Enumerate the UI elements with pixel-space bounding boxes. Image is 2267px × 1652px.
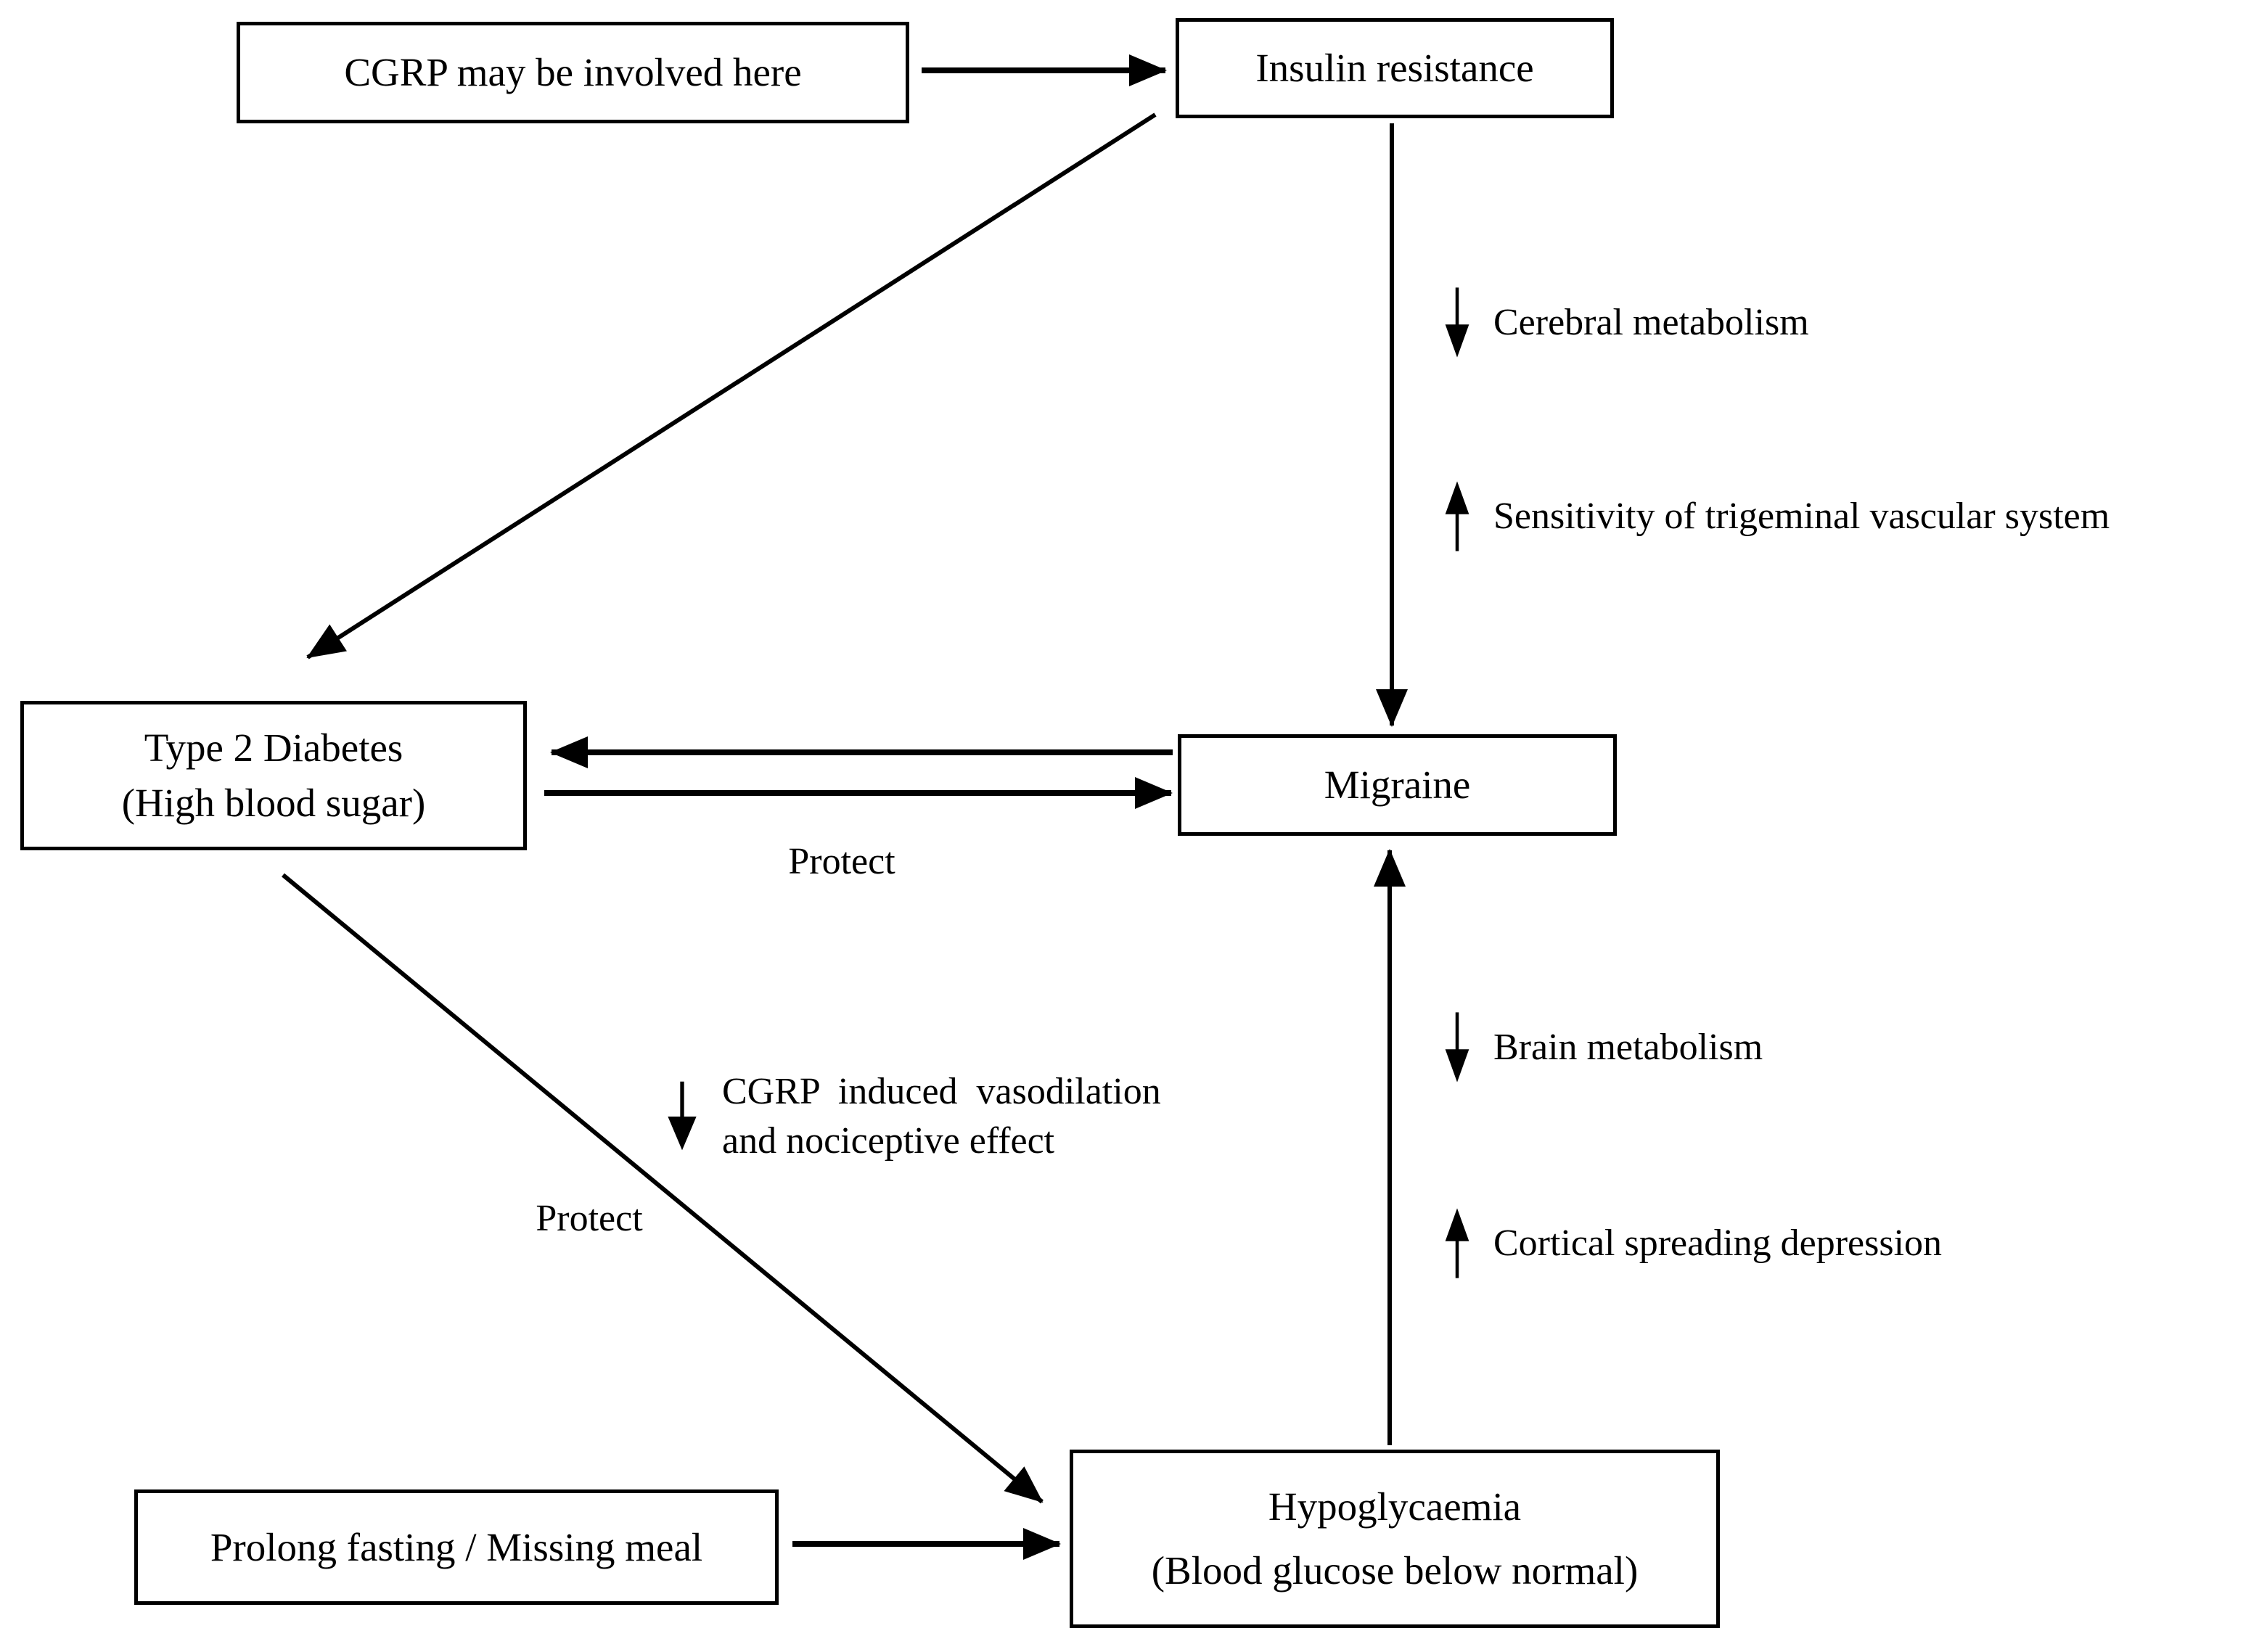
- node-cgrp-note-label: CGRP may be involved here: [344, 50, 802, 94]
- label-cerebral-metabolism: Cerebral metabolism: [1443, 282, 1809, 363]
- decrease-arrow-icon: [1445, 1011, 1469, 1082]
- node-type2-diabetes-line1: Type 2 Diabetes: [144, 726, 403, 770]
- label-protect-upper: Protect: [733, 840, 951, 883]
- node-migraine-label: Migraine: [1324, 763, 1471, 807]
- node-type2-diabetes: Type 2 Diabetes (High blood sugar): [20, 701, 527, 850]
- node-hypoglycaemia-line1: Hypoglycaemia: [1268, 1484, 1522, 1529]
- label-trigeminal-sensitivity-text: Sensitivity of trigeminal vascular syste…: [1493, 495, 2110, 537]
- node-hypoglycaemia: Hypoglycaemia (Blood glucose below norma…: [1070, 1450, 1720, 1628]
- node-migraine: Migraine: [1178, 734, 1617, 836]
- node-prolong-fasting: Prolong fasting / Missing meal: [134, 1489, 779, 1605]
- label-cortical-spreading-depression-text: Cortical spreading depression: [1493, 1222, 1943, 1264]
- decrease-arrow-icon: [1445, 287, 1469, 358]
- edge-type2-diabetes-to-hypoglycaemia: [282, 873, 1044, 1504]
- label-cgrp-effect-line2: and nociceptive effect: [722, 1120, 1055, 1162]
- label-brain-metabolism: Brain metabolism: [1443, 1007, 1763, 1087]
- label-trigeminal-sensitivity: Sensitivity of trigeminal vascular syste…: [1443, 475, 2110, 556]
- node-hypoglycaemia-line2: (Blood glucose below normal): [1151, 1548, 1639, 1593]
- increase-arrow-icon: [1445, 1207, 1469, 1278]
- node-prolong-fasting-label: Prolong fasting / Missing meal: [210, 1524, 703, 1569]
- node-insulin-resistance-label: Insulin resistance: [1255, 46, 1534, 90]
- node-insulin-resistance: Insulin resistance: [1176, 18, 1614, 118]
- increase-arrow-icon: [1445, 480, 1469, 551]
- node-type2-diabetes-line2: (High blood sugar): [121, 781, 426, 825]
- decrease-arrow-icon: [668, 1081, 697, 1151]
- edge-insulin-to-type2-diabetes: [306, 112, 1157, 659]
- label-cgrp-effect: CGRP induced vasodilation and nociceptive…: [664, 1071, 1161, 1162]
- label-cerebral-metabolism-text: Cerebral metabolism: [1493, 301, 1809, 343]
- label-cortical-spreading-depression: Cortical spreading depression: [1443, 1203, 1942, 1283]
- label-protect-lower-text: Protect: [536, 1198, 643, 1239]
- label-cgrp-effect-text: CGRP induced vasodilation and nociceptive…: [722, 1067, 1161, 1166]
- label-protect-lower: Protect: [480, 1197, 698, 1240]
- label-cgrp-effect-line1: CGRP induced vasodilation: [722, 1071, 1161, 1112]
- label-brain-metabolism-text: Brain metabolism: [1493, 1026, 1763, 1068]
- node-cgrp-note: CGRP may be involved here: [237, 22, 909, 123]
- label-protect-upper-text: Protect: [788, 841, 895, 882]
